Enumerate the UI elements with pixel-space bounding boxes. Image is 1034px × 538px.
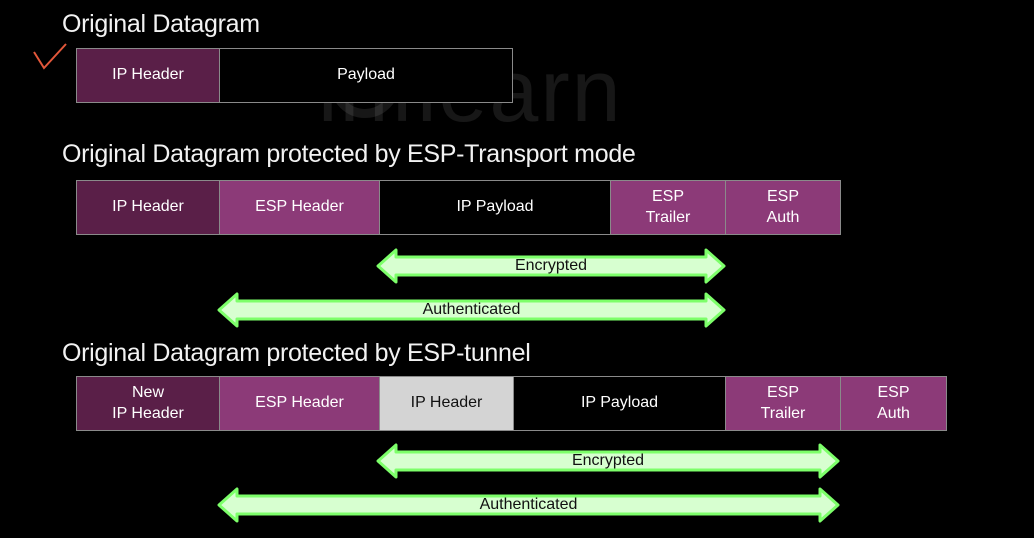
datagram-tunnel: New IP Header ESP Header IP Header IP Pa… [76, 376, 947, 431]
cell-ip-header: IP Header [77, 181, 220, 234]
check-mark-icon [33, 43, 67, 70]
cell-ip-header: IP Header [77, 49, 220, 102]
double-arrow-icon [217, 487, 840, 523]
cell-esp-auth: ESP Auth [726, 181, 840, 234]
encrypted-label: Encrypted [571, 452, 645, 469]
datagram-original: IP Header Payload [76, 48, 513, 103]
cell-esp-header: ESP Header [220, 377, 380, 430]
authenticated-arrow: Authenticated [217, 292, 726, 328]
double-arrow-icon [376, 443, 840, 479]
cell-esp-trailer: ESP Trailer [726, 377, 841, 430]
cell-new-ip-header: New IP Header [77, 377, 220, 430]
authenticated-arrow: Authenticated [217, 487, 840, 523]
encrypted-arrow: Encrypted [376, 248, 726, 284]
cell-esp-header: ESP Header [220, 181, 380, 234]
authenticated-label: Authenticated [479, 496, 578, 513]
cell-esp-auth: ESP Auth [841, 377, 946, 430]
cell-esp-trailer: ESP Trailer [611, 181, 726, 234]
section-title-tunnel: Original Datagram protected by ESP-tunne… [62, 339, 531, 367]
section-title-transport: Original Datagram protected by ESP-Trans… [62, 140, 636, 168]
encrypted-label: Encrypted [514, 257, 588, 274]
cell-inner-ip-header: IP Header [380, 377, 514, 430]
encrypted-arrow: Encrypted [376, 443, 840, 479]
double-arrow-icon [376, 248, 726, 284]
section-title-original: Original Datagram [62, 10, 260, 38]
authenticated-label: Authenticated [422, 301, 521, 318]
double-arrow-icon [217, 292, 726, 328]
cell-payload: Payload [220, 49, 512, 102]
cell-ip-payload: IP Payload [380, 181, 611, 234]
cell-ip-payload: IP Payload [514, 377, 726, 430]
datagram-transport: IP Header ESP Header IP Payload ESP Trai… [76, 180, 841, 235]
